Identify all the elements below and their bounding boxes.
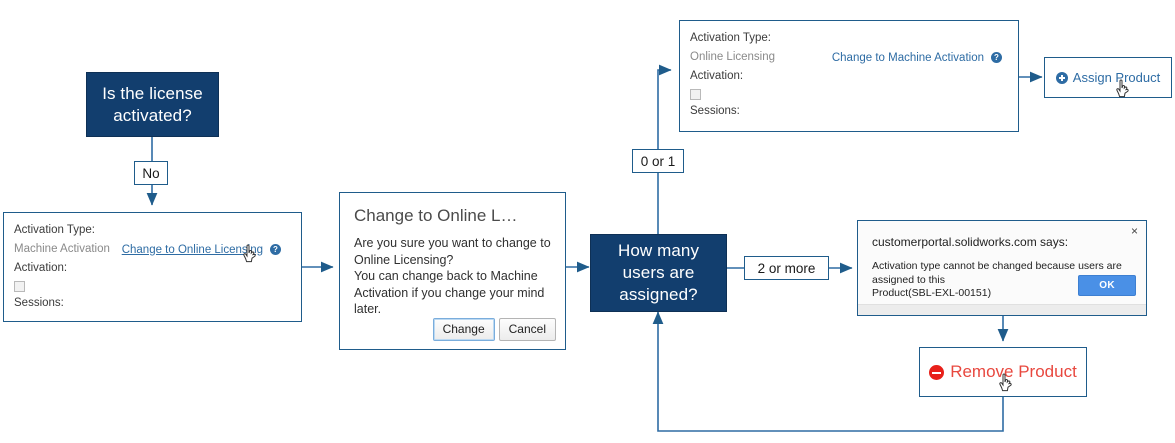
- edge-label-two-or-more: 2 or more: [744, 256, 829, 280]
- decision-users-line2: users are: [622, 263, 695, 282]
- online-activation-type-value: Online Licensing: [690, 51, 776, 63]
- machine-activation-label: Activation:: [14, 262, 68, 274]
- edge-label-no: No: [134, 161, 168, 185]
- close-icon[interactable]: ×: [1130, 224, 1138, 238]
- alert-ok-button[interactable]: OK: [1078, 275, 1136, 296]
- alert-message: Activation type cannot be changed becaus…: [858, 250, 1146, 301]
- alert-host-text: customerportal.solidworks.com says:: [872, 235, 1069, 249]
- alert-footer-bar: [858, 304, 1146, 315]
- decision-is-license-activated: Is the license activated?: [86, 72, 219, 137]
- decision-activated-line2: activated?: [113, 105, 192, 125]
- decision-activated-line1: Is the license: [102, 83, 203, 103]
- decision-users-line1: How many: [617, 241, 700, 260]
- remove-product-button[interactable]: Remove Product: [919, 347, 1087, 397]
- circle-plus-icon: [1055, 72, 1068, 84]
- browser-alert-dialog: × customerportal.solidworks.com says: Ac…: [857, 220, 1147, 316]
- assign-product-label-wrap: Assign Product: [1055, 70, 1161, 85]
- dialog-body-line3: You can change back to Machine: [354, 269, 538, 283]
- panel-machine-activation: Activation Type: Machine Activation Chan…: [3, 212, 302, 322]
- dialog-title: Change to Online L…: [354, 206, 518, 225]
- remove-product-label: Remove Product: [950, 362, 1077, 381]
- online-activation-label: Activation:: [690, 70, 744, 82]
- online-activation-checkbox[interactable]: [690, 89, 701, 100]
- change-to-machine-activation-link[interactable]: Change to Machine Activation: [831, 51, 984, 64]
- dialog-body-line5: later.: [354, 302, 382, 316]
- assign-product-label: Assign Product: [1072, 70, 1161, 85]
- machine-activation-type-label: Activation Type:: [14, 224, 95, 236]
- machine-activation-checkbox[interactable]: [14, 281, 25, 292]
- edge-label-zero-or-one: 0 or 1: [632, 149, 684, 173]
- online-sessions-label: Sessions:: [690, 105, 740, 117]
- remove-product-label-wrap: Remove Product: [929, 362, 1077, 382]
- alert-message-line1: Activation type cannot be changed becaus…: [872, 260, 1122, 286]
- online-activation-type-label: Activation Type:: [690, 32, 771, 44]
- circle-minus-icon: [929, 365, 945, 380]
- dialog-change-to-online-licensing: Change to Online L… Are you sure you wan…: [339, 192, 566, 350]
- wire-remove-loopback: [652, 311, 1004, 432]
- machine-sessions-label: Sessions:: [14, 297, 64, 309]
- question-mark-icon[interactable]: ?: [270, 244, 281, 255]
- panel-online-licensing: Activation Type: Online Licensing Change…: [679, 20, 1019, 132]
- dialog-body-line4: Activation if you change your mind: [354, 285, 545, 300]
- dialog-body: Are you sure you want to change to Onlin…: [340, 233, 565, 318]
- dialog-body-line2: Online Licensing?: [354, 252, 454, 267]
- decision-users-line3: assigned?: [619, 285, 698, 304]
- machine-activation-type-value: Machine Activation: [14, 243, 110, 255]
- question-mark-icon[interactable]: ?: [991, 52, 1002, 63]
- wire-zeroone-to-online-panel: [657, 64, 672, 149]
- change-button[interactable]: Change: [432, 318, 495, 341]
- dialog-body-line1: Are you sure you want to change to: [354, 236, 551, 250]
- alert-message-line2: Product(SBL-EXL-00151): [872, 287, 992, 299]
- decision-how-many-users-assigned: How many users are assigned?: [590, 234, 727, 312]
- cancel-button[interactable]: Cancel: [498, 318, 556, 341]
- assign-product-button[interactable]: Assign Product: [1044, 57, 1172, 98]
- change-to-online-licensing-link[interactable]: Change to Online Licensing: [121, 243, 263, 256]
